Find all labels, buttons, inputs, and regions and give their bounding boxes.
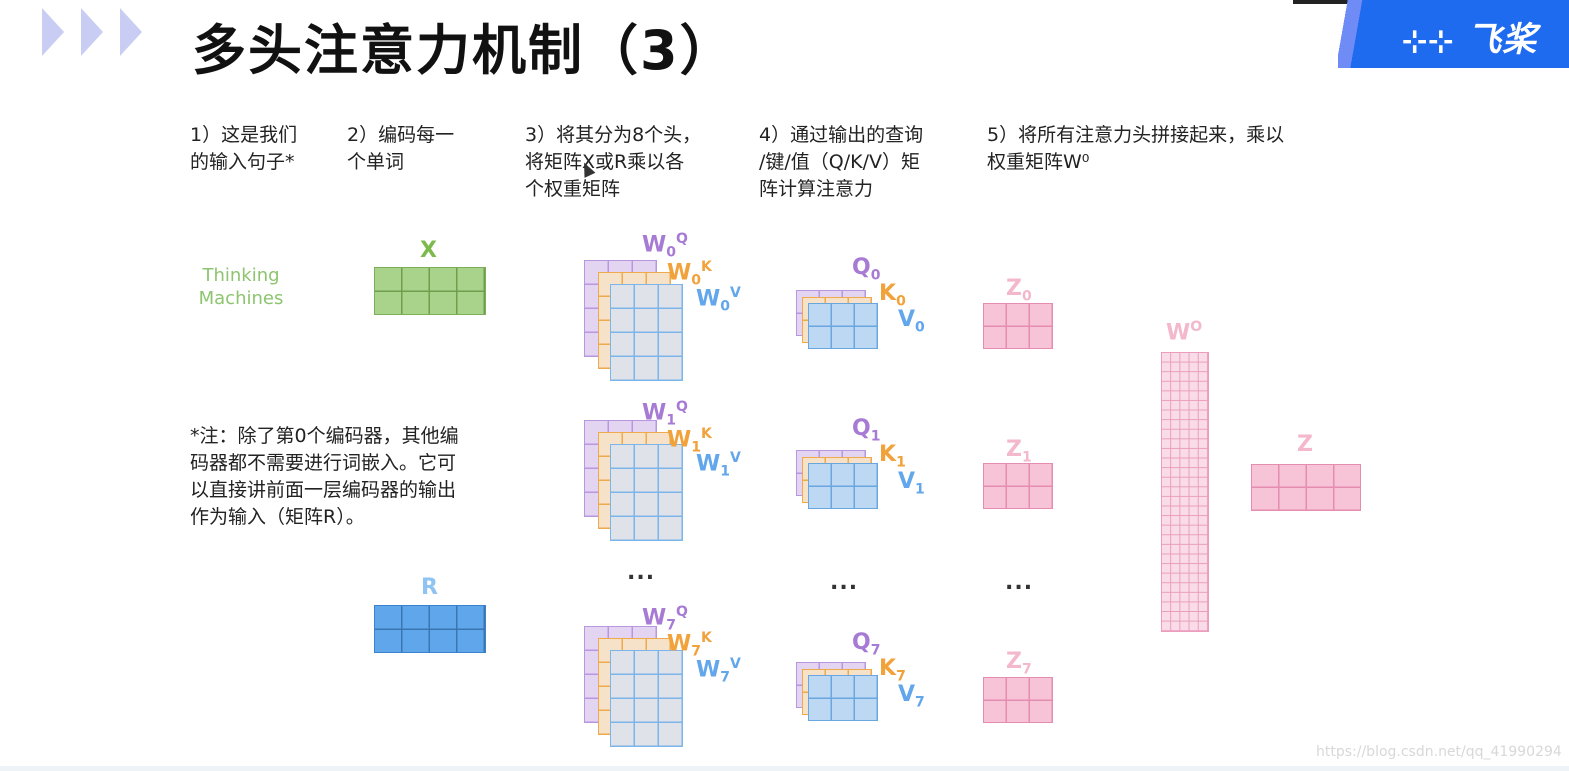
watermark: https://blog.csdn.net/qq_41990294 xyxy=(1316,744,1562,760)
slide-title: 多头注意力机制（3） xyxy=(192,19,736,82)
v-0-matrix xyxy=(808,303,878,349)
z-1-label: Z1 xyxy=(1006,437,1032,466)
r-label: R xyxy=(421,575,438,600)
chevron-decoration-icon xyxy=(81,8,103,56)
k-1-label: K1 xyxy=(879,442,906,471)
z-output-matrix xyxy=(1251,464,1361,511)
wv-7-matrix xyxy=(610,650,683,747)
v-7-matrix xyxy=(808,675,878,721)
chevron-decoration-icon xyxy=(120,8,142,56)
r-matrix xyxy=(374,605,486,653)
wq-0-label: W0Q xyxy=(642,231,688,261)
footnote: *注：除了第0个编码器，其他编 码器都不需要进行词嵌入。它可 以直接讲前面一层编… xyxy=(190,425,459,528)
step-4-caption: 4）通过输出的查询 /键/值（Q/K/V）矩 阵计算注意力 xyxy=(759,124,924,200)
v-0-label: V0 xyxy=(898,307,925,336)
wv-1-matrix xyxy=(610,444,683,541)
ellipsis: ... xyxy=(627,560,656,585)
wv-1-label: W1V xyxy=(696,450,741,480)
input-sentence: Thinking Machines xyxy=(198,265,284,309)
v-1-label: V1 xyxy=(898,469,925,498)
bottom-edge xyxy=(0,766,1569,771)
brand-banner xyxy=(1338,0,1569,68)
z-1-matrix xyxy=(983,463,1053,509)
ellipsis: ... xyxy=(1005,570,1034,595)
ellipsis: ... xyxy=(830,570,859,595)
step-1-caption: 1）这是我们 的输入句子* xyxy=(190,124,298,173)
wk-0-label: W0K xyxy=(667,259,712,289)
brand-logo-text: 飞桨 xyxy=(1467,20,1538,60)
wo-label: WO xyxy=(1166,319,1203,346)
wv-7-label: W7V xyxy=(696,656,741,686)
v-7-label: V7 xyxy=(898,682,925,711)
wv-0-label: W0V xyxy=(696,285,741,315)
z-7-matrix xyxy=(983,677,1053,723)
x-label: X xyxy=(420,238,437,263)
wk-7-label: W7K xyxy=(667,630,712,660)
step-5-caption: 5）将所有注意力头拼接起来，乘以 权重矩阵W⁰ xyxy=(987,124,1285,173)
paddle-logo-icon: ⊹⊹ xyxy=(1402,24,1455,59)
v-1-matrix xyxy=(808,463,878,509)
z-output-label: Z xyxy=(1297,432,1313,457)
q-1-label: Q1 xyxy=(852,416,881,445)
q-0-label: Q0 xyxy=(852,255,881,284)
chevron-decoration-icon xyxy=(42,8,64,56)
z-0-matrix xyxy=(983,303,1053,349)
z-0-label: Z0 xyxy=(1006,276,1032,305)
step-2-caption: 2）编码每一 个单词 xyxy=(347,124,455,173)
k-7-label: K7 xyxy=(879,656,906,685)
step-3-caption: 3）将其分为8个头， 将矩阵X或R乘以各 个权重矩阵 xyxy=(525,124,702,200)
wv-0-matrix xyxy=(610,284,683,381)
wq-7-label: W7Q xyxy=(642,604,688,634)
z-7-label: Z7 xyxy=(1006,649,1032,678)
wq-1-label: W1Q xyxy=(642,399,688,429)
k-0-label: K0 xyxy=(879,281,906,310)
wk-1-label: W1K xyxy=(667,426,712,456)
q-7-label: Q7 xyxy=(852,630,881,659)
x-matrix xyxy=(374,267,486,315)
brand-logo: ⊹⊹ 飞桨 xyxy=(1402,12,1537,61)
wo-matrix xyxy=(1161,352,1209,632)
